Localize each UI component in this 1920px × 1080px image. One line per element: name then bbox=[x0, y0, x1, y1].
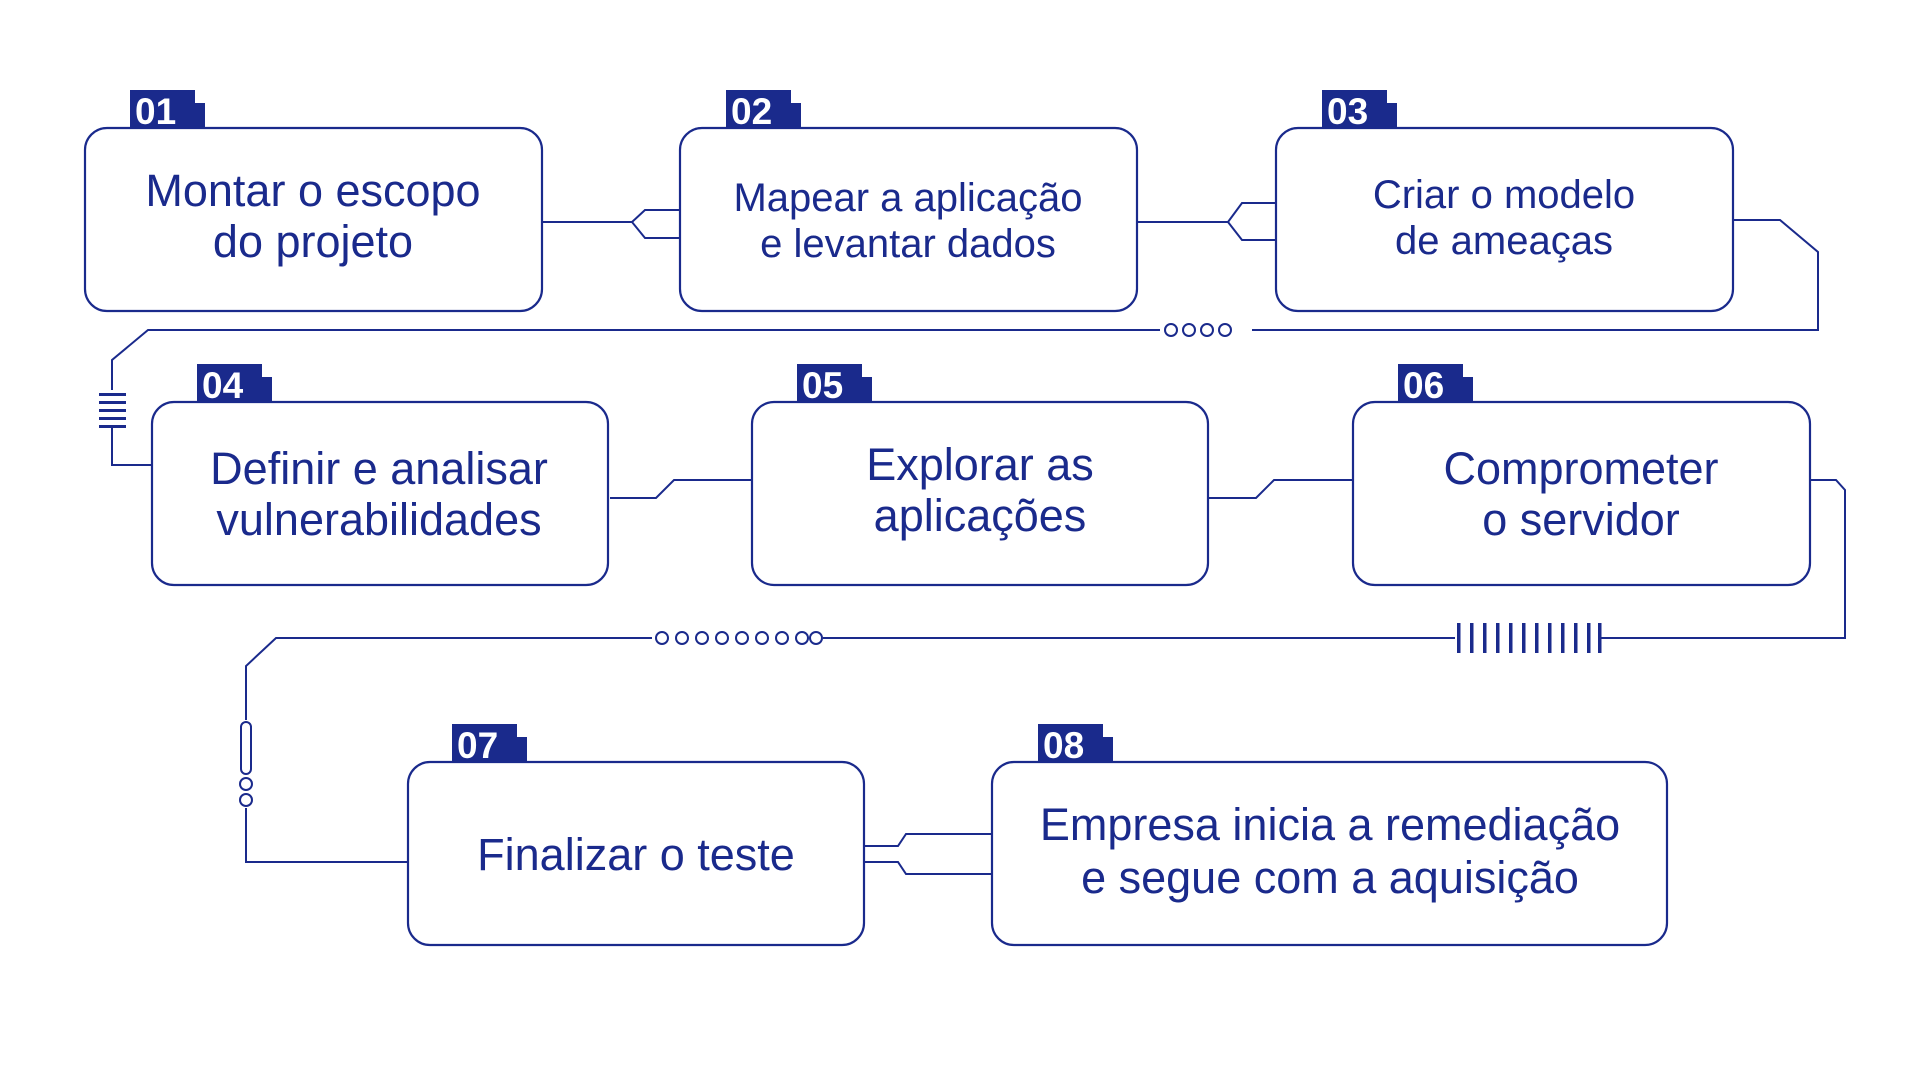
step-title-line-1: Montar o escopo bbox=[145, 165, 480, 216]
step-title-line-1: Criar o modelo bbox=[1373, 173, 1635, 217]
barcode-bar bbox=[1457, 623, 1461, 653]
barcode-bar bbox=[1496, 623, 1500, 653]
connector-dot bbox=[239, 793, 253, 807]
step-number-tab bbox=[726, 90, 801, 128]
connector-05-06 bbox=[1208, 479, 1353, 499]
connector-dots-top bbox=[1164, 323, 1232, 337]
barcode-bar bbox=[1598, 623, 1602, 653]
step-number-tab bbox=[1398, 364, 1473, 402]
step-title-line-1: Comprometer bbox=[1443, 443, 1718, 494]
step-number: 08 bbox=[1043, 725, 1084, 766]
stack-bar bbox=[99, 393, 126, 396]
barcode-bar bbox=[1548, 623, 1552, 653]
connector-dot bbox=[775, 631, 789, 645]
connector-dot bbox=[715, 631, 729, 645]
barcode-bar bbox=[1509, 623, 1513, 653]
step-number-tab bbox=[1322, 90, 1397, 128]
step-number: 07 bbox=[457, 725, 498, 766]
barcode-bar bbox=[1574, 623, 1578, 653]
step-title-line-2: aplicações bbox=[874, 490, 1087, 541]
connector-dot bbox=[695, 631, 709, 645]
connector-01-02 bbox=[542, 209, 680, 239]
step-number: 01 bbox=[135, 91, 176, 132]
step-box bbox=[406, 760, 866, 947]
connector-03-04-lower bbox=[111, 329, 1160, 390]
connector-dot bbox=[809, 631, 823, 645]
connector-07-08 bbox=[862, 833, 992, 875]
step-title-line-2: do projeto bbox=[213, 216, 413, 267]
step-title-line-2: de ameaças bbox=[1395, 219, 1613, 263]
connector-dots-middle bbox=[655, 631, 823, 645]
connector-06-07-right bbox=[1600, 479, 1846, 639]
step-number-tab bbox=[797, 364, 872, 402]
connector-04-05 bbox=[610, 479, 752, 499]
step-number: 04 bbox=[202, 365, 244, 406]
step-box bbox=[150, 400, 610, 587]
connectors bbox=[111, 202, 1846, 875]
connector-dot bbox=[1164, 323, 1178, 337]
barcode-bar bbox=[1522, 623, 1526, 653]
stack-bar bbox=[99, 401, 126, 404]
connector-06-07-drop bbox=[245, 808, 408, 863]
step-04: 04 Definir e analisar vulnerabilidades bbox=[150, 364, 610, 587]
connector-dot bbox=[239, 777, 253, 791]
step-number: 05 bbox=[802, 365, 843, 406]
step-box bbox=[678, 126, 1139, 313]
connector-dot bbox=[1200, 323, 1214, 337]
connector-dot bbox=[1182, 323, 1196, 337]
step-title-line-2: e segue com a aquisição bbox=[1081, 852, 1579, 903]
step-title-line-1: Explorar as bbox=[866, 439, 1094, 490]
connector-barcode-marker bbox=[1457, 623, 1602, 653]
connector-dot bbox=[655, 631, 669, 645]
step-box bbox=[1351, 400, 1812, 587]
step-number-tab bbox=[130, 90, 205, 128]
connector-03-04-drop bbox=[111, 428, 152, 466]
connector-dot bbox=[675, 631, 689, 645]
barcode-bar bbox=[1561, 623, 1565, 653]
step-number: 02 bbox=[731, 91, 772, 132]
step-title-line-1: Mapear a aplicação bbox=[733, 176, 1082, 220]
barcode-bar bbox=[1483, 623, 1487, 653]
step-number: 03 bbox=[1327, 91, 1368, 132]
step-06: 06 Comprometer o servidor bbox=[1351, 364, 1812, 587]
step-title-line-2: vulnerabilidades bbox=[216, 494, 541, 545]
capsule bbox=[240, 721, 252, 775]
step-box bbox=[750, 400, 1210, 587]
barcode-bar bbox=[1535, 623, 1539, 653]
barcode-bar bbox=[1587, 623, 1591, 653]
step-number-tab bbox=[452, 724, 527, 762]
step-title-line-1: Empresa inicia a remediação bbox=[1040, 799, 1620, 850]
connector-06-07-left bbox=[245, 637, 652, 720]
step-title-line-2: e levantar dados bbox=[760, 222, 1056, 266]
step-number-tab bbox=[197, 364, 272, 402]
connector-03-04-upper bbox=[1252, 219, 1819, 331]
connector-stack-marker bbox=[99, 393, 126, 428]
step-08: 08 Empresa inicia a remediação e segue c… bbox=[990, 724, 1669, 947]
stack-bar bbox=[99, 409, 126, 412]
connector-dot bbox=[755, 631, 769, 645]
stack-bar bbox=[99, 417, 126, 420]
step-box bbox=[990, 760, 1669, 947]
step-02: 02 Mapear a aplicação e levantar dados bbox=[678, 90, 1139, 313]
step-title-line-1: Finalizar o teste bbox=[477, 829, 795, 880]
step-01: 01 Montar o escopo do projeto bbox=[83, 90, 544, 313]
step-number: 06 bbox=[1403, 365, 1444, 406]
stack-bar bbox=[99, 425, 126, 428]
step-box bbox=[1274, 126, 1735, 313]
connector-dot bbox=[1218, 323, 1232, 337]
connector-dot bbox=[795, 631, 809, 645]
step-box bbox=[83, 126, 544, 313]
connector-dot bbox=[735, 631, 749, 645]
barcode-bar bbox=[1470, 623, 1474, 653]
connector-capsule-marker bbox=[239, 721, 253, 807]
step-title-line-2: o servidor bbox=[1482, 494, 1680, 545]
step-03: 03 Criar o modelo de ameaças bbox=[1274, 90, 1735, 313]
step-number-tab bbox=[1038, 724, 1113, 762]
step-07: 07 Finalizar o teste bbox=[406, 724, 866, 947]
step-05: 05 Explorar as aplicações bbox=[750, 364, 1210, 587]
step-title-line-1: Definir e analisar bbox=[210, 443, 548, 494]
connector-02-03 bbox=[1137, 202, 1275, 241]
